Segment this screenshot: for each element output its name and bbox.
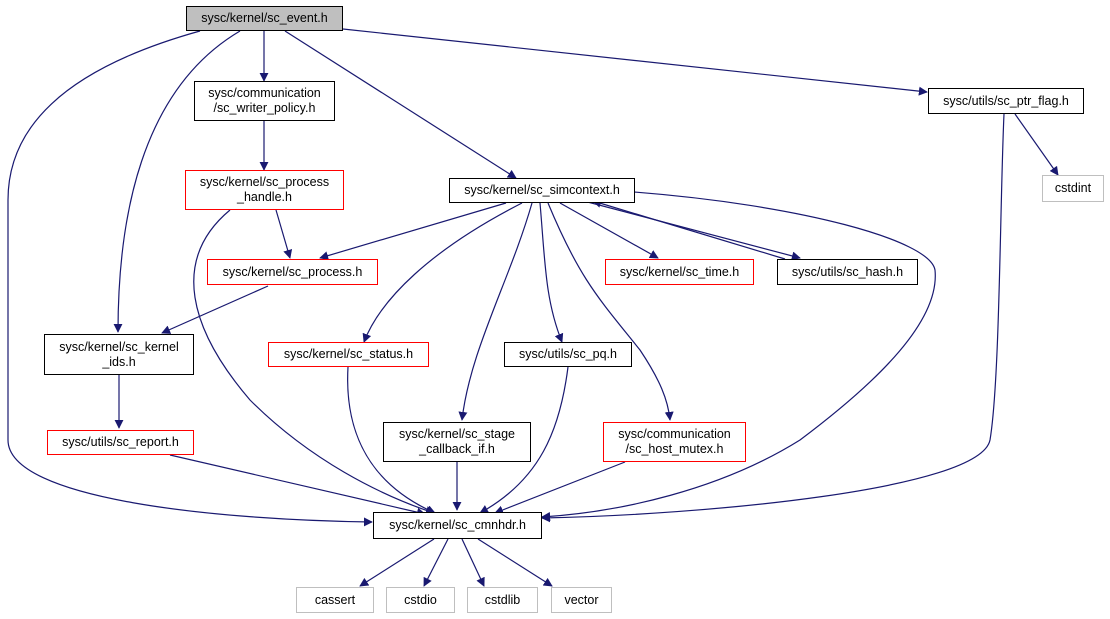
node-cstdio: cstdio [386,587,455,613]
edge-simcontext-stage-callback [458,202,533,421]
edge-pq-cmnhdr [479,366,569,514]
edge-process-handle-process [275,209,293,259]
node-sc-time[interactable]: sysc/kernel/sc_time.h [605,259,754,285]
edge-simcontext-process [319,202,507,261]
edge-host-mutex-cmnhdr [494,461,626,515]
edge-event-kernel-ids [113,30,241,333]
edge-cmnhdr-cstdlib [461,538,485,587]
node-cstdint: cstdint [1042,175,1104,202]
node-sc-event: sysc/kernel/sc_event.h [186,6,343,31]
node-sc-pq[interactable]: sysc/utils/sc_pq.h [504,342,632,367]
edge-process-kernel-ids [161,285,269,334]
edge-cmnhdr-cassert [359,538,435,587]
edge-simcontext-time [559,202,659,259]
edge-hash-simcontext [592,199,786,260]
edge-cmnhdr-vector [477,538,553,587]
node-sc-cmnhdr[interactable]: sysc/kernel/sc_cmnhdr.h [373,512,542,539]
edge-simcontext-pq [539,202,564,343]
node-sc-stage-callback-if[interactable]: sysc/kernel/sc_stage _callback_if.h [383,422,531,462]
node-sc-simcontext[interactable]: sysc/kernel/sc_simcontext.h [449,178,635,203]
edge-event-ptr-flag [342,28,928,96]
edge-status-cmnhdr [347,366,436,514]
edge-process-handle-cmnhdr [193,209,435,515]
edge-simcontext-hash [579,199,801,261]
node-cstdlib: cstdlib [467,587,538,613]
edge-event-simcontext [284,30,517,179]
node-sc-hash[interactable]: sysc/utils/sc_hash.h [777,259,918,285]
node-sc-report[interactable]: sysc/utils/sc_report.h [47,430,194,455]
edge-report-cmnhdr [169,454,426,517]
node-sc-status[interactable]: sysc/kernel/sc_status.h [268,342,429,367]
edge-ptr-flag-cmnhdr [541,113,1005,523]
node-sc-process[interactable]: sysc/kernel/sc_process.h [207,259,378,285]
node-sc-writer-policy[interactable]: sysc/communication /sc_writer_policy.h [194,81,335,121]
edge-event-cmnhdr [7,30,373,527]
node-sc-host-mutex[interactable]: sysc/communication /sc_host_mutex.h [603,422,746,462]
edge-simcontext-status [362,202,523,343]
node-sc-kernel-ids[interactable]: sysc/kernel/sc_kernel _ids.h [44,334,194,375]
node-vector: vector [551,587,612,613]
edge-cmnhdr-cstdio [423,538,449,587]
edge-simcontext-cmnhdr [541,191,936,521]
node-sc-ptr-flag[interactable]: sysc/utils/sc_ptr_flag.h [928,88,1084,114]
node-sc-process-handle[interactable]: sysc/kernel/sc_process _handle.h [185,170,344,210]
edge-ptr-flag-cstdint [1014,113,1059,176]
node-cassert: cassert [296,587,374,613]
edge-simcontext-host-mutex [547,202,674,421]
